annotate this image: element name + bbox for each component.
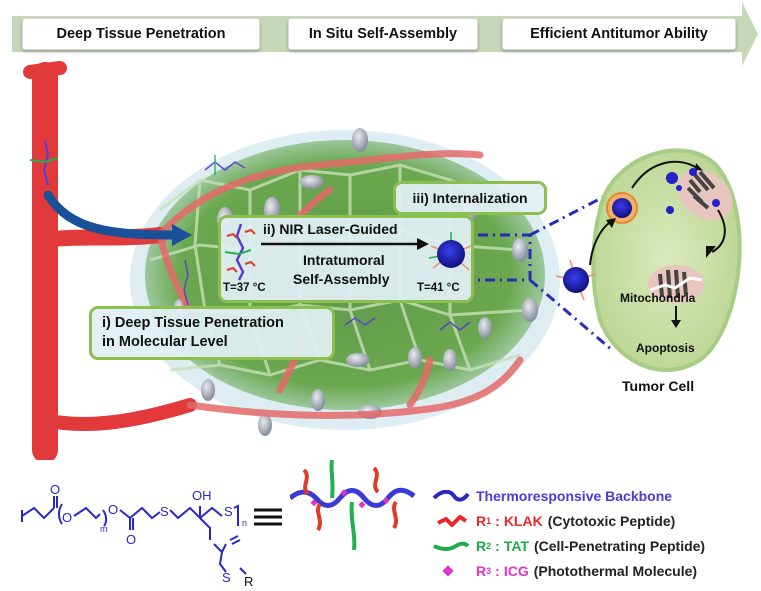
ester-o-label: O <box>62 510 72 525</box>
mitochondrion-intact <box>666 168 733 220</box>
penetration-arrow <box>43 190 180 240</box>
ester-o2-label: O <box>108 502 118 517</box>
polymer-cartoon <box>290 460 416 551</box>
s2-label: S <box>224 504 233 519</box>
legend-klak-desc: (Cytotoxic Peptide) <box>547 512 676 529</box>
m-label: m <box>100 524 108 534</box>
chemical-structure: O O m O O S OH S n S R <box>21 482 282 589</box>
stage-efficient-antitumor-ability: Efficient Antitumor Ability <box>502 18 736 50</box>
temp-start: T=37 °C <box>223 282 266 294</box>
diamond-icon-magenta <box>442 564 454 577</box>
legend-tat-prefix: R <box>476 537 487 554</box>
endosome-nanoparticle <box>606 192 638 224</box>
legend-icg-prefix: R <box>476 562 487 579</box>
assembly-arrow <box>261 238 429 250</box>
step-i-line1: i) Deep Tissue Penetration <box>102 315 284 331</box>
legend-tat-name: TAT <box>503 537 529 554</box>
wave-icon-green <box>433 541 470 551</box>
equivalence-icon <box>254 508 282 526</box>
legend-klak-prefix: R <box>476 512 487 529</box>
temp-end: T=41 °C <box>417 282 460 294</box>
linear-polymer-icon <box>224 223 256 281</box>
oh-label: OH <box>192 488 212 503</box>
step-ii-line3: Self-Assembly <box>293 271 390 287</box>
polymer-in-vessel <box>29 139 59 186</box>
legend-klak-name: KLAK <box>503 512 543 529</box>
legend-backbone-name: Thermoresponsive Backbone <box>476 487 673 504</box>
legend-tat-desc: (Cell-Penetrating Peptide) <box>533 537 706 554</box>
stage-deep-tissue-penetration: Deep Tissue Penetration <box>22 18 260 50</box>
r-label: R <box>244 574 253 589</box>
step-iii-internalization-box: iii) Internalization <box>393 181 547 215</box>
stage-in-situ-self-assembly: In Situ Self-Assembly <box>288 18 478 50</box>
legend-icg-name: ICG <box>503 562 529 579</box>
carbonyl-o-label: O <box>50 482 60 497</box>
nanoparticle-outside <box>555 259 597 301</box>
wave-icon-red <box>437 514 468 527</box>
legend-backbone: Thermoresponsive Backbone <box>432 483 705 508</box>
legend-tat-sub: 2 <box>486 540 492 551</box>
assembled-nanoparticle-icon <box>429 232 472 271</box>
legend-icg-sub: 3 <box>486 565 492 576</box>
mitochondria-label: Mitochondria <box>620 291 696 305</box>
apoptosis-label: Apoptosis <box>636 341 695 355</box>
ester-o3-label: O <box>126 532 136 547</box>
step-iii-label: iii) Internalization <box>412 190 528 206</box>
s1-label: S <box>160 504 169 519</box>
step-ii-self-assembly-box: ii) NIR Laser-Guided Intratumoral Self-A… <box>218 215 474 303</box>
s3-label: S <box>222 570 231 585</box>
n-label: n <box>242 518 247 528</box>
legend-icg-desc: (Photothermal Molecule) <box>533 562 698 579</box>
tumor-cell-label: Tumor Cell <box>622 378 695 394</box>
legend-klak-sub: 1 <box>486 515 492 526</box>
step-i-line2: in Molecular Level <box>102 334 228 350</box>
step-ii-line2: Intratumoral <box>303 252 385 268</box>
step-ii-line1: ii) NIR Laser-Guided <box>263 221 398 237</box>
step-i-deep-penetration-box: i) Deep Tissue Penetration in Molecular … <box>89 306 335 360</box>
wave-icon-blue <box>432 489 470 502</box>
mitochondrion-damaged <box>648 265 704 303</box>
